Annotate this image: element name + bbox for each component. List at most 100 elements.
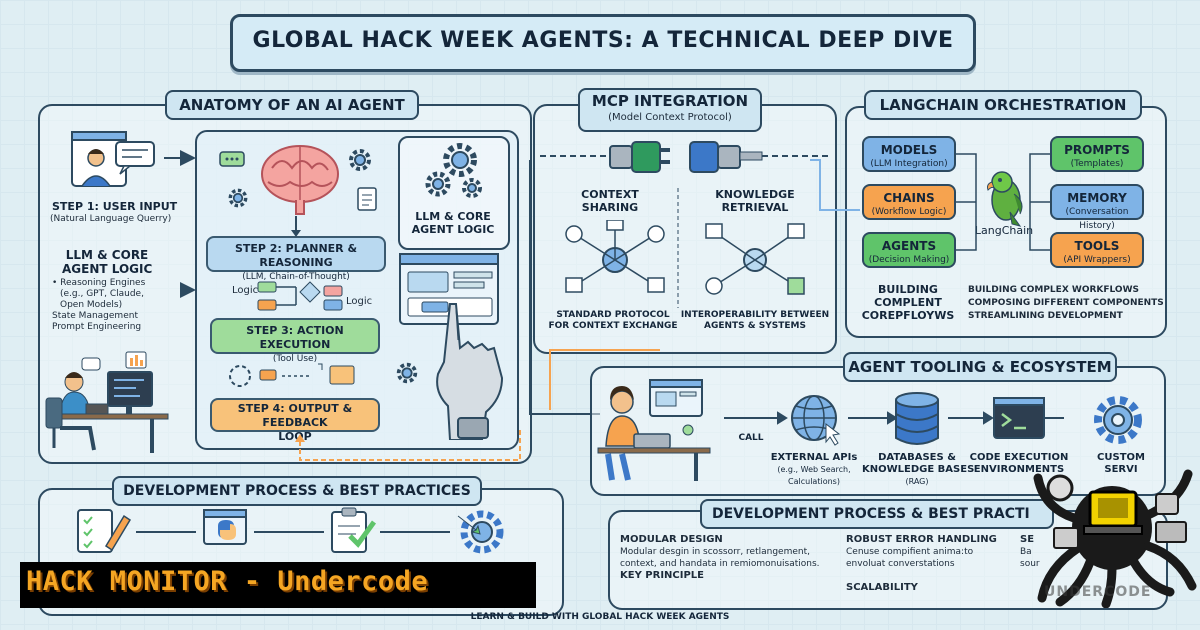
dev-col1-item: context, and handata in remiomonuisation… xyxy=(620,559,820,569)
chat-bubble-icon xyxy=(219,151,245,167)
llm-core-item: Prompt Engineering xyxy=(52,322,142,332)
tools-title: TOOLS xyxy=(1074,239,1120,253)
db-sub: (RAG) xyxy=(905,477,929,486)
mcp-right-caption-2: AGENTS & SYSTEMS xyxy=(704,321,806,331)
browser-window-icon xyxy=(399,253,499,325)
logic-flow-diagram xyxy=(257,281,343,311)
dev-right-header: DEVELOPMENT PROCESS & BEST PRACTI xyxy=(700,499,1054,529)
globe-icon xyxy=(791,395,841,446)
langchain-agents: AGENTS (Decision Making) xyxy=(862,232,956,268)
langchain-bullets: BUILDING COMPLEX WORKFLOWS COMPOSING DIF… xyxy=(968,284,1164,323)
dev-col3-item: Ba xyxy=(1020,547,1032,557)
llm-core-right-1: LLM & CORE xyxy=(415,210,491,223)
db-label: DATABASES & KNOWLEDGE BASES (RAG) xyxy=(862,452,974,488)
db-title-1: DATABASES & xyxy=(878,452,956,463)
langchain-memory: MEMORY (Conversation History) xyxy=(1050,184,1144,231)
code-title-1: CODE EXECUTION xyxy=(969,452,1069,463)
step4-box: STEP 4: OUTPUT & FEEDBACK LOOP xyxy=(210,398,380,443)
dev-col2-item: envoluat converstations xyxy=(846,559,955,569)
brain-to-step2-arrow xyxy=(291,216,301,237)
apis-label: EXTERNAL APIs (e.g., Web Search, Calcula… xyxy=(764,452,864,488)
dev-col2-title: ROBUST ERROR HANDLING xyxy=(846,534,997,545)
langchain-bullet: STREAMLINING DEVELOPMENT xyxy=(968,311,1123,321)
feedback-loop-arrow xyxy=(295,430,521,461)
dev-col1: MODULAR DESIGN Modular desgin in scossor… xyxy=(620,534,820,582)
models-title: MODELS xyxy=(880,143,938,157)
page-title: GLOBAL HACK WEEK AGENTS: A TECHNICAL DEE… xyxy=(252,28,954,53)
agents-title: AGENTS xyxy=(881,239,937,253)
step3-box: STEP 3: ACTION EXECUTION (Tool Use) xyxy=(210,318,380,364)
dev-col2: ROBUST ERROR HANDLING Cenuse compifient … xyxy=(846,534,997,594)
step1-title: STEP 1: USER INPUT xyxy=(52,200,178,213)
llm-core-title-1: LLM & CORE xyxy=(65,248,149,262)
anatomy-header: ANATOMY OF AN AI AGENT xyxy=(165,90,419,120)
context-network-icon xyxy=(565,220,665,293)
llm-core-right-2: AGENT LOGIC xyxy=(411,223,495,236)
llm-core-list: • Reasoning Engines (e.g., GPT, Claude, … xyxy=(52,278,145,333)
dev-col2-title-2: SCALABILITY xyxy=(846,582,918,593)
call-label: CALL xyxy=(738,433,764,443)
undercode-watermark: UNDERCODE xyxy=(1044,584,1152,600)
mcp-right-title-2: RETRIEVAL xyxy=(721,201,789,214)
dev-col3: SE Ba sour xyxy=(1020,534,1040,570)
langchain-chains: CHAINS (Workflow Logic) xyxy=(862,184,956,220)
mcp-divider xyxy=(677,188,679,308)
prompts-title: PROMPTS xyxy=(1064,143,1130,157)
apis-sub-1: (e.g., Web Search, xyxy=(777,465,851,474)
knowledge-network-icon xyxy=(705,223,805,295)
developer-desk-icon xyxy=(45,351,169,453)
apis-title: EXTERNAL APIs xyxy=(770,452,858,463)
mcp-header: MCP INTEGRATION xyxy=(591,92,749,110)
dev-col3-title: SE xyxy=(1020,534,1035,545)
plug-connector-icon xyxy=(540,141,830,173)
logic-left-label: Logic xyxy=(232,285,259,296)
langchain-bullet: COMPOSING DIFFERENT COMPONENTS xyxy=(968,298,1164,308)
brain-icon xyxy=(261,145,339,215)
dev-left-header: DEVELOPMENT PROCESS & BEST PRACTICES xyxy=(112,476,482,506)
dev-process-icons xyxy=(77,507,504,554)
robot-hand-icon xyxy=(436,303,504,440)
database-icon xyxy=(895,392,939,445)
footer-text: LEARN & BUILD WITH GLOBAL HACK WEEK AGEN… xyxy=(470,612,730,622)
mcp-left-caption-1: STANDARD PROTOCOL xyxy=(556,310,670,320)
dev-col1-item: Modular desgin in scossorr, retlangement… xyxy=(620,547,810,557)
tooling-header: AGENT TOOLING & ECOSYSTEM xyxy=(843,352,1117,382)
parrot-icon xyxy=(987,171,1023,227)
tooling-flow-arrows xyxy=(724,411,1064,425)
gear-icon xyxy=(349,149,371,171)
anatomy-arrows xyxy=(164,150,196,298)
tools-sub: (API Wrappers) xyxy=(1063,255,1131,265)
mcp-right-title-1: KNOWLEDGE xyxy=(715,188,795,201)
langchain-tools: TOOLS (API Wrappers) xyxy=(1050,232,1144,268)
dev-col2-item: Cenuse compifient anima:to xyxy=(846,547,974,557)
hack-monitor-banner xyxy=(20,562,536,608)
mcp-panel xyxy=(533,104,837,354)
llm-core-title-2: AGENT LOGIC xyxy=(62,262,153,276)
memory-sub: (Conversation History) xyxy=(1065,207,1129,231)
langchain-header: LANGCHAIN ORCHESTRATION xyxy=(864,90,1142,120)
step2-sub: (LLM, Chain-of-Thought) xyxy=(242,272,350,282)
gear-icon xyxy=(228,188,248,208)
step1-sub: (Natural Language Querry) xyxy=(50,214,172,224)
models-sub: (LLM Integration) xyxy=(870,159,948,169)
building-line-1: BUILDING xyxy=(878,283,938,296)
chains-title: CHAINS xyxy=(883,191,935,205)
prompts-sub: (Templates) xyxy=(1070,159,1124,169)
mcp-right-caption-1: INTEROPERABILITY BETWEEN xyxy=(680,310,830,320)
code-label: CODE EXECUTION ENVIRONMENTS xyxy=(966,452,1072,476)
mcp-sub: (Model Context Protocol) xyxy=(608,112,732,123)
tool-icons-row xyxy=(229,363,355,387)
mcp-left-title-2: SHARING xyxy=(581,201,639,214)
llm-core-item: Open Models) xyxy=(60,300,123,310)
agents-sub: (Decision Making) xyxy=(868,255,950,265)
langchain-center-label: LangChain xyxy=(974,224,1034,237)
custom-label: CUSTOM SERVI xyxy=(1088,452,1154,476)
hack-monitor-banner-text: HACK MONITOR - Undercode xyxy=(26,566,429,597)
llm-core-item: • Reasoning Engines xyxy=(52,278,146,288)
undercode-octopus-logo xyxy=(1033,469,1197,608)
apis-sub-2: Calculations) xyxy=(788,477,840,486)
step4-title-1: STEP 4: OUTPUT & FEEDBACK xyxy=(237,402,353,429)
llm-core-item: State Management xyxy=(52,311,138,321)
code-title-2: ENVIRONMENTS xyxy=(973,464,1065,475)
logic-right-label: Logic xyxy=(346,296,373,307)
